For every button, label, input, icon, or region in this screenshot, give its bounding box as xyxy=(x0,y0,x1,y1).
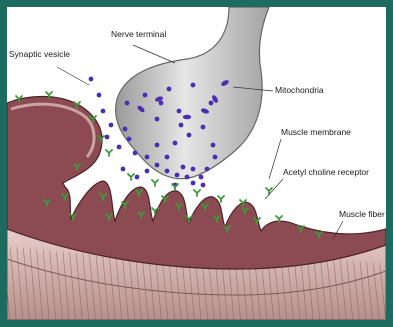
vesicle xyxy=(179,123,184,128)
vesicle xyxy=(165,155,170,160)
vesicle xyxy=(185,175,190,180)
receptor-shape xyxy=(266,188,272,194)
vesicle xyxy=(143,93,148,98)
receptor-shape xyxy=(194,190,200,196)
vesicle xyxy=(155,117,160,122)
receptor-shape xyxy=(218,196,224,202)
vesicle xyxy=(211,143,216,148)
vesicle xyxy=(177,109,182,114)
vesicle xyxy=(213,155,218,160)
vesicle xyxy=(125,101,130,106)
vesicle xyxy=(205,167,210,172)
vesicle xyxy=(209,101,214,106)
vesicle xyxy=(135,175,140,180)
vesicle xyxy=(191,181,196,186)
vesicle xyxy=(201,183,206,188)
vesicle xyxy=(97,93,102,98)
vesicle xyxy=(167,87,172,92)
vesicle xyxy=(165,169,170,174)
neuromuscular-junction-diagram: Nerve terminal Synaptic vesicle Mitochon… xyxy=(7,7,386,320)
vesicle xyxy=(187,133,192,138)
label-nerve-terminal: Nerve terminal xyxy=(111,29,166,39)
vesicle xyxy=(145,169,150,174)
vesicle xyxy=(121,167,126,172)
vesicle xyxy=(159,101,164,106)
diagram-panel: Nerve terminal Synaptic vesicle Mitochon… xyxy=(7,7,386,320)
vesicle xyxy=(117,145,122,150)
vesicle xyxy=(181,165,186,170)
vesicle xyxy=(133,151,138,156)
vesicle xyxy=(199,175,204,180)
vesicle xyxy=(155,143,160,148)
label-synaptic-vesicle: Synaptic vesicle xyxy=(9,49,70,59)
vesicle xyxy=(201,125,206,130)
vesicle xyxy=(173,141,178,146)
label-muscle-fiber: Muscle fiber xyxy=(339,209,385,219)
vesicle xyxy=(101,109,106,114)
label-acetylcholine-receptor: Acetyl choline receptor xyxy=(283,167,369,177)
receptor xyxy=(152,180,158,186)
receptor-shape xyxy=(152,180,158,186)
receptor-shape xyxy=(106,150,112,156)
receptor xyxy=(128,174,134,180)
label-muscle-membrane: Muscle membrane xyxy=(281,127,351,137)
vesicle xyxy=(191,83,196,88)
vesicle xyxy=(105,135,110,140)
vesicle xyxy=(155,163,160,168)
vesicle xyxy=(175,173,180,178)
vesicle xyxy=(109,123,114,128)
vesicle xyxy=(191,167,196,172)
receptor xyxy=(218,196,224,202)
receptor-shape xyxy=(128,174,134,180)
vesicle xyxy=(89,77,94,82)
receptor xyxy=(106,150,112,156)
receptor xyxy=(266,188,272,194)
vesicle xyxy=(127,137,132,142)
receptor xyxy=(194,190,200,196)
mitochondrion xyxy=(183,115,191,120)
vesicle xyxy=(123,127,128,132)
vesicle xyxy=(145,155,150,160)
label-mitochondria: Mitochondria xyxy=(275,85,324,95)
